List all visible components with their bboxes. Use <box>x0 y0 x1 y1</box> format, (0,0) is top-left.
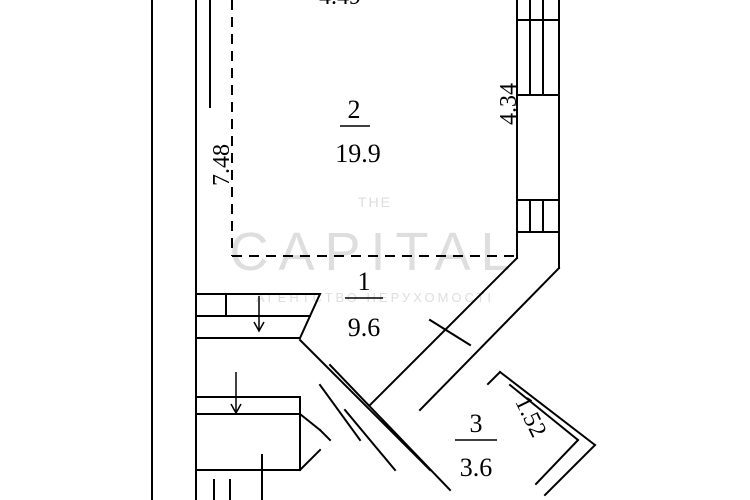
dimension-diagonal: 1.52 <box>509 392 551 441</box>
room-2-number: 2 <box>348 95 361 124</box>
watermark-main: CAPITAL <box>229 222 520 282</box>
room-3-area: 3.6 <box>460 453 493 482</box>
diagonal-wall-outer <box>418 266 561 412</box>
dimension-right-height: 4.34 <box>496 83 522 125</box>
room-3-label: 3 3.6 <box>455 409 497 482</box>
dimension-top-cut: 4.49 <box>319 0 361 10</box>
room-1-area: 9.6 <box>348 313 381 342</box>
room3-wall-a <box>498 370 597 447</box>
room-2-area: 19.9 <box>335 139 381 168</box>
watermark: THE CAPITAL АГЕНТСТВО НЕРУХОМОСТІ <box>229 194 520 305</box>
room-3-number: 3 <box>470 409 483 438</box>
room3-wall-c <box>543 443 597 497</box>
corridor-diagonal-wall <box>298 338 432 472</box>
watermark-top: THE <box>358 194 392 210</box>
diagonal-wall-inner <box>368 256 519 407</box>
dimension-left-height: 7.48 <box>209 144 235 186</box>
door-lower <box>195 396 301 471</box>
room-1-label: 1 9.6 <box>345 267 383 342</box>
room-2-label: 2 19.9 <box>335 95 381 168</box>
room3-wall-b <box>486 370 502 386</box>
room-1-number: 1 <box>358 267 371 296</box>
